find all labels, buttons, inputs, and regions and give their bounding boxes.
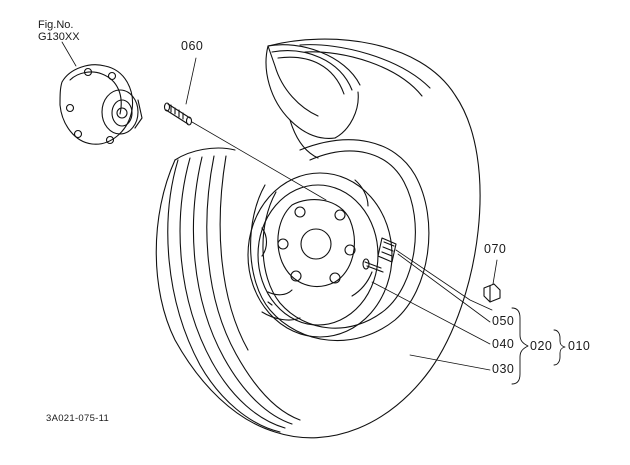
callout-030: 030 [492, 362, 515, 376]
callout-050: 050 [492, 314, 515, 328]
callout-060: 060 [181, 39, 204, 53]
fig-label: Fig.No. [38, 19, 74, 31]
callout-040: 040 [492, 337, 515, 351]
tire-part [155, 38, 481, 439]
callout-brackets [511, 307, 566, 385]
fig-number: G130XX [38, 31, 80, 43]
stud-bolt-part [163, 102, 193, 126]
callout-070: 070 [484, 242, 507, 256]
callout-020: 020 [530, 339, 553, 353]
valve-cap-part [483, 283, 501, 303]
hub-reference-part [59, 64, 143, 145]
leader-lines [61, 41, 498, 371]
valve-part [362, 237, 397, 273]
rim-part [247, 139, 430, 342]
drawing-code: 3A021-075-11 [46, 413, 110, 424]
callout-010: 010 [568, 339, 591, 353]
